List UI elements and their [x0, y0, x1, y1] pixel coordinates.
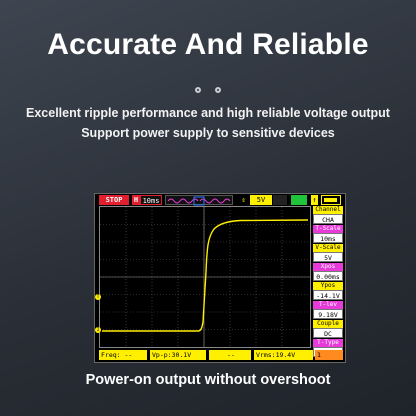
scope-grid: [99, 206, 311, 348]
waveform-trace: [102, 219, 309, 332]
sidebar-value-ypos[interactable]: -14.1V: [313, 290, 343, 300]
battery-icon: [321, 195, 341, 205]
sidebar-label-xpos: Xpos: [313, 263, 343, 271]
sidebar-label-t-lev: T-lev: [313, 301, 343, 309]
run-stop-button[interactable]: STOP: [99, 195, 129, 205]
channel-indicator[interactable]: 1: [315, 350, 343, 360]
waveform-overview-icon: [165, 195, 233, 206]
sidebar-label-v-scale: V-Scale: [313, 244, 343, 252]
scope-bottom-bar: Freq: -- Vp-p:30.1V -- Vrms:19.4V 1: [99, 350, 343, 361]
sidebar-value-channel[interactable]: CHA: [313, 214, 343, 224]
trigger-status-indicator: [291, 195, 307, 205]
measure-slot: --: [209, 350, 251, 360]
sidebar-label-t-type: T-Type: [313, 339, 343, 347]
dot-icon[interactable]: [194, 87, 201, 93]
waveform-plot: [100, 207, 310, 347]
headline: Accurate And Reliable: [47, 28, 369, 61]
channel-mark-icon: ⇕: [240, 195, 247, 205]
freq-readout: Freq: --: [99, 350, 147, 360]
time-scale-readout: 10ms: [140, 195, 162, 205]
vrms-readout: Vrms:19.4V: [254, 350, 313, 360]
sidebar-value-v-scale[interactable]: 5V: [313, 252, 343, 262]
trigger-edge-icon: ↑: [311, 195, 318, 205]
sidebar-value-couple[interactable]: DC: [313, 328, 343, 338]
subtitle-line-2: Support power supply to sensitive device…: [81, 126, 335, 140]
dot-icon[interactable]: [215, 87, 222, 93]
scope-settings-sidebar: Channel CHA T-Scale 10ms V-Scale 5V Xpos…: [313, 206, 343, 358]
caption: Power-on output without overshoot: [85, 372, 331, 388]
channel-ground-marker-icon: 1: [95, 327, 101, 333]
sidebar-label-t-scale: T-Scale: [313, 225, 343, 233]
sidebar-label-couple: Couple: [313, 320, 343, 328]
scope-top-bar: STOP H 10ms ⇕ 5V ↑: [95, 194, 345, 206]
sidebar-value-t-lev[interactable]: 9.18V: [313, 309, 343, 319]
trigger-marker-icon: T: [95, 294, 101, 300]
pagination-dots: [0, 80, 416, 98]
sidebar-label-channel: Channel: [313, 206, 343, 214]
vpp-readout: Vp-p:30.1V: [150, 350, 206, 360]
subtitle-line-1: Excellent ripple performance and high re…: [26, 106, 390, 120]
sidebar-label-ypos: Ypos: [313, 282, 343, 290]
status-slot: [273, 195, 287, 205]
sidebar-value-xpos[interactable]: 0.00ms: [313, 271, 343, 281]
sidebar-value-t-scale[interactable]: 10ms: [313, 233, 343, 243]
oscilloscope-screen: STOP H 10ms ⇕ 5V ↑: [94, 193, 346, 363]
mode-indicator: H: [132, 195, 140, 205]
volt-scale-readout: 5V: [250, 195, 272, 205]
